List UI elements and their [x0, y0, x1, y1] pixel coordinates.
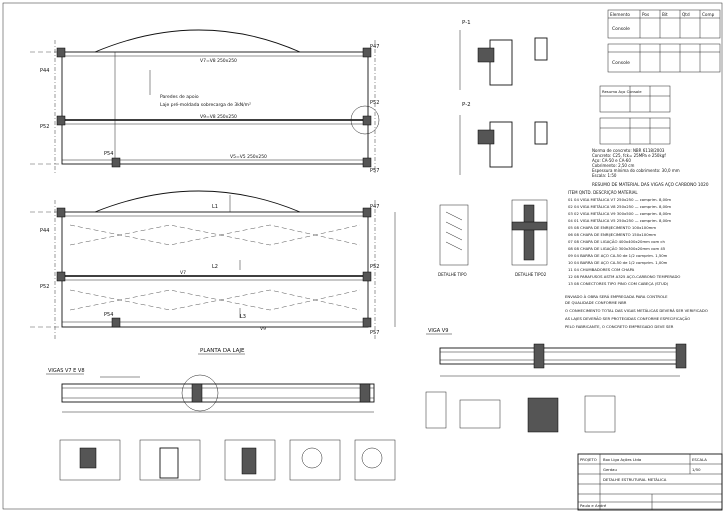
material-row: 05 08 CHAPA DE ENRIJECIMENTO 100x100mm [568, 225, 656, 230]
tb-scale-value: 1/50 [692, 467, 701, 472]
connection-details: DETALHE TIPO DETALHE TIPO2 [438, 199, 548, 277]
material-row: 10 04 BARRA DE AÇO CA-50 de 1/2 comprim.… [568, 260, 668, 265]
top-plan: P47 P44 P52 P52 P54 P57 V7=V8 250x250 V9… [30, 29, 380, 175]
beam-v9: VIGA V9 [425, 328, 687, 433]
pillar [111, 157, 121, 168]
material-row: 09 04 BARRA DE AÇO CA-50 de 1/2 comprim.… [568, 253, 668, 258]
table-head: Bit [662, 12, 668, 17]
beam-label: V7 [180, 270, 186, 276]
load-note: Laje pré-moldada sobrecarga de 3kN/m² [160, 101, 251, 108]
detail-label: DETALHE TIPO2 [515, 272, 547, 277]
table-row-label: Console [612, 26, 630, 32]
title-block: PROJETO Box Liga Ações Ltda Gerdau DETAL… [577, 453, 723, 511]
footnote: ENVIADO À OBRA SERÁ EMPREGADA PARA CONTR… [565, 294, 668, 299]
table-head: Pos [642, 12, 649, 17]
pillar-label: P52 [370, 264, 379, 270]
beam-label: V7=V8 250x250 [200, 58, 237, 64]
pillar-label: P52 [40, 124, 49, 130]
material-row: 04 01 VIGA METÁLICA V5 250x250 — comprim… [568, 218, 671, 223]
tb-scale-label: ESCALA [692, 457, 707, 462]
beam-label: V5=V5 250x250 [230, 154, 267, 160]
material-title: RESUMO DE MATERIAL DAS VIGAS AÇO CARBONO… [592, 182, 709, 187]
material-list: RESUMO DE MATERIAL DAS VIGAS AÇO CARBONO… [565, 182, 709, 329]
material-row: 03 02 VIGA METÁLICA V9 300x500 — comprim… [568, 211, 671, 216]
tb-author: Paulo e André [580, 503, 607, 508]
material-row: 12 08 PARAFUSOS ASTM A325 AÇO-CARBONO TE… [568, 274, 680, 279]
beam-label: V9=V8 250x250 [200, 114, 237, 120]
pillar-details: P-1 P-2 [459, 20, 548, 175]
pillar [362, 157, 372, 168]
material-row: 02 04 VIGA METÁLICA V8 250x250 — comprim… [568, 204, 671, 209]
arch-slab [94, 190, 301, 213]
note-line: Cobrimento: 2,50 cm [592, 163, 634, 168]
pillar-label: P52 [40, 284, 49, 290]
tb-project-label: PROJETO [580, 457, 597, 462]
slab-label: L1 [212, 204, 218, 210]
table-head: Elemento [610, 12, 630, 17]
general-notes: Norma de concreto: NBR 6118/2003 Concret… [592, 148, 680, 178]
pillar-label: P47 [370, 44, 379, 50]
table-head: Qtd [682, 12, 690, 17]
footnote: DE QUALIDADE CONFORME NBR [565, 300, 627, 305]
rebar-tables: Elemento Pos Bit Qtd Comp Console Consol… [599, 9, 721, 145]
pillar-label: P47 [370, 204, 379, 210]
arch-top [94, 29, 301, 53]
material-row: 13 08 CONECTORES TIPO PINO COM CABEÇA (S… [568, 281, 669, 286]
pillar-label: P44 [40, 68, 49, 74]
material-row: 11 04 CHUMBADORES COM CHAPA [568, 267, 635, 272]
footnote: PELO FABRICANTE, O CONCRETO EMPREGADO DE… [565, 324, 674, 329]
beam-label: V9 [260, 326, 266, 332]
plan-frame [61, 51, 369, 165]
detail-callout [181, 374, 219, 412]
note-line: Concreto: C25, fck= 25MPa e 250kgf [592, 153, 666, 158]
v9-title: VIGA V9 [428, 328, 448, 334]
p1-title: P-1 [462, 20, 471, 26]
tb-project-value: Box Liga Ações Ltda [603, 457, 641, 462]
pillar-label: P52 [370, 100, 379, 106]
table-row-label: Console [612, 60, 630, 66]
elevation-title: VIGAS V7 E V8 [48, 368, 85, 374]
pillar-label: P57 [370, 168, 379, 174]
material-header: ITEM QNTD. DESCRIÇÃO MATERIAL [568, 190, 638, 195]
material-row: 07 08 CHAPA DE LIGAÇÃO 400x400x20mm com … [568, 239, 665, 244]
tb-content: DETALHE ESTRUTURAL METÁLICA [603, 477, 667, 482]
tb-client: Gerdau [603, 467, 618, 472]
slab-plan-title: PLANTA DA LAJE [200, 348, 245, 354]
pillar [362, 115, 372, 126]
note-line: Aço: CA-50 e CA-60 [592, 158, 631, 163]
table-head: Comp [702, 12, 715, 17]
pillar-label: P54 [104, 151, 113, 157]
pillar-label: P57 [370, 330, 379, 336]
material-row: 08 08 CHAPA DE LIGAÇÃO 300x300x20mm com … [568, 246, 666, 251]
pillar-label: P44 [40, 228, 49, 234]
beam-elevation [61, 383, 375, 403]
slab-label: L2 [212, 264, 218, 270]
note-line: Norma de concreto: NBR 6118/2003 [592, 148, 665, 153]
material-row: 01 04 VIGA METÁLICA V7 250x250 — comprim… [568, 197, 671, 202]
detail-label: DETALHE TIPO [438, 272, 467, 277]
note-line: Escala: 1:50 [592, 173, 617, 178]
pillar-label: P54 [104, 312, 113, 318]
pillar [362, 47, 372, 58]
pillar [56, 115, 66, 126]
p2-title: P-2 [462, 102, 471, 108]
note-line: Espessura mínima do cobrimento: 30,0 mm [592, 168, 680, 173]
detail-callout [350, 105, 380, 135]
pillar [56, 47, 66, 58]
footnote: O CONHECIMENTO TOTAL DAS VIGAS METÁLICAS… [565, 308, 708, 313]
elevation-v7-v8: VIGAS V7 E V8 [46, 368, 396, 481]
slab-frame [61, 211, 369, 328]
slab-plan: P47 P44 P52 P52 P54 P57 L1 L2 L3 V7 V9 P… [30, 190, 396, 355]
table-head: Resumo Aço Console [602, 89, 642, 94]
material-row: 06 08 CHAPA DE ENRIJECIMENTO 150x100mm [568, 232, 656, 237]
footnote: AS LAJES DEVERÃO SER PROTEGIDAS CONFORME… [565, 316, 690, 321]
slab-label: L3 [240, 314, 246, 320]
load-note: Paredes de apoio [160, 94, 199, 100]
